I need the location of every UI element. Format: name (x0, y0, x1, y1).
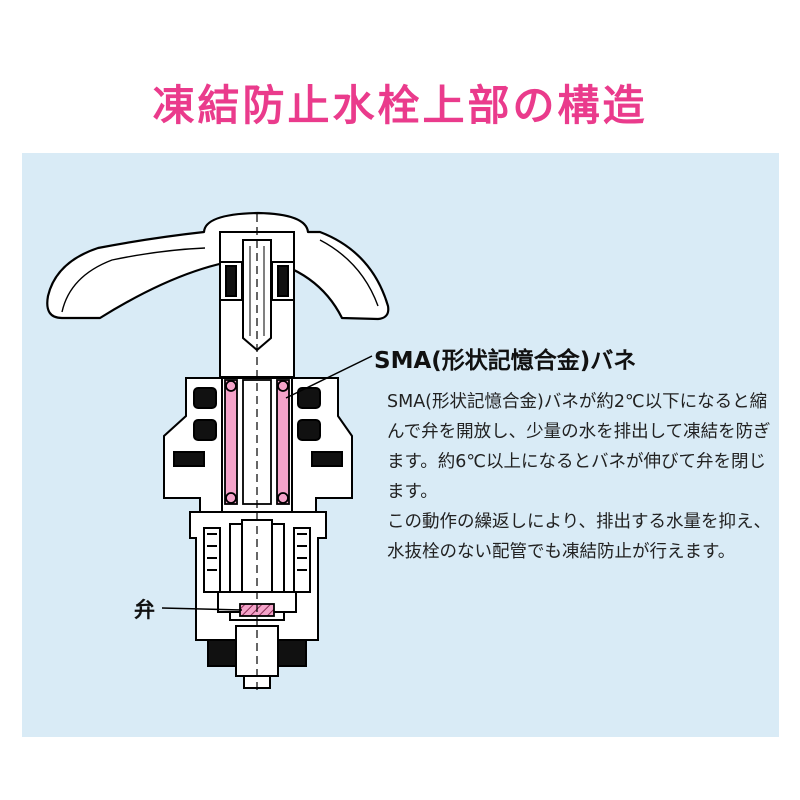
description-paragraph: この動作の繰返しにより、排出する水量を抑え、水抜栓のない配管でも凍結防止が行えま… (387, 512, 771, 562)
sma-leader-line (285, 355, 373, 399)
page-title: 凍結防止水栓上部の構造 (152, 81, 648, 130)
lower-body (189, 511, 327, 641)
valve-label: 弁 (134, 598, 155, 622)
valve-leader-line (161, 607, 243, 611)
lever-handle (46, 211, 390, 321)
sma-spring-label: SMA(形状記憶合金)バネ (374, 348, 637, 374)
description: SMA(形状記憶合金)バネが約2℃以下になると縮んで弁を開放し、少量の水を排出し… (387, 387, 772, 567)
description-paragraph: SMA(形状記憶合金)バネが約2℃以下になると縮んで弁を開放し、少量の水を排出し… (387, 392, 771, 502)
